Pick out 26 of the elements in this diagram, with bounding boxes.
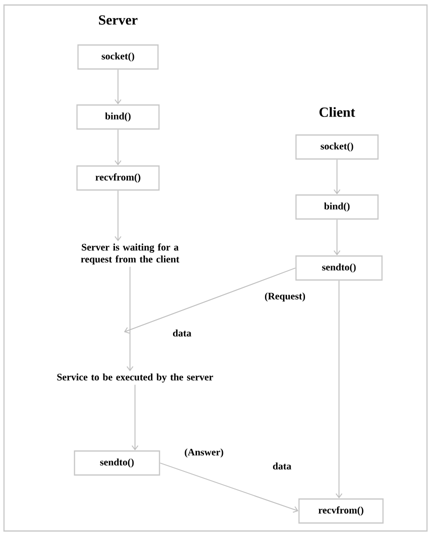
arrow (114, 190, 122, 242)
function-box: sendto() (295, 255, 383, 281)
arrow (160, 462, 298, 513)
column-heading: Client (319, 107, 356, 117)
arrow (334, 219, 340, 256)
arrow (334, 159, 340, 194)
arrow (124, 268, 296, 334)
arrow (114, 69, 122, 104)
arrow (336, 280, 342, 498)
edge-label: (Request) (264, 291, 306, 303)
function-box: socket() (77, 44, 159, 70)
arrow (132, 384, 138, 450)
data-label: data (173, 329, 192, 336)
data-label: data (273, 462, 292, 470)
function-box: recvfrom() (298, 498, 384, 524)
step-text: Server is waiting for a request from the client (80, 243, 180, 265)
arrow (126, 266, 134, 372)
column-heading: Server (99, 15, 138, 25)
function-box: socket() (295, 134, 379, 160)
function-box: bind() (76, 104, 160, 130)
arrow (114, 129, 122, 166)
step-text: Service to be executed by the server (57, 373, 214, 383)
function-box: sendto() (74, 450, 160, 476)
function-box: bind() (295, 194, 379, 220)
function-box: recvfrom() (76, 165, 160, 191)
edge-label: (Answer) (183, 447, 225, 459)
